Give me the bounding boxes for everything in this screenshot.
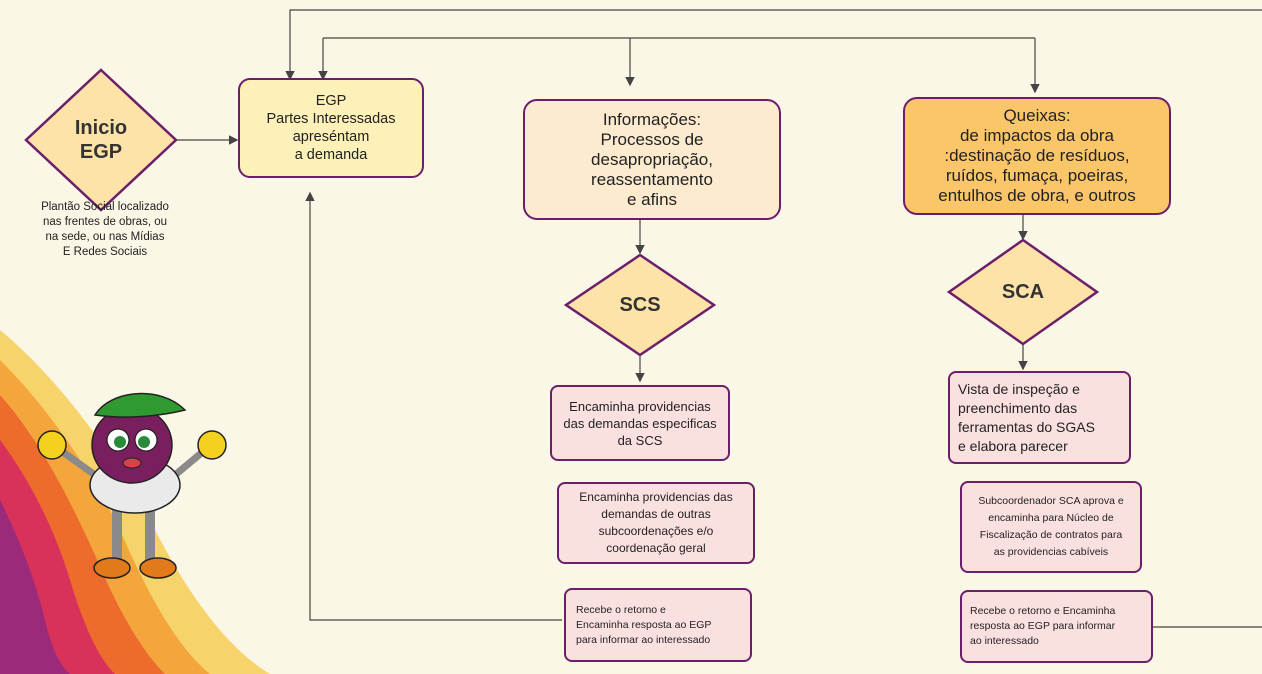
egp-box-text: EGP Partes Interessadas apreséntam a dem…: [266, 93, 396, 163]
sca-step-1: Vista de inspeção e preenchimento das fe…: [948, 371, 1131, 464]
scs-step-1: Encaminha providencias das demandas espe…: [550, 385, 730, 461]
sca-diamond: [946, 238, 1100, 346]
start-caption: Plantão Social localizado nas frentes de…: [41, 201, 169, 258]
scs-label: SCS: [619, 293, 661, 316]
scs-step-2: Encaminha providencias das demandas de o…: [557, 482, 755, 564]
informacoes-box-text: Informações: Processos de desapropriação…: [591, 109, 713, 209]
sca-step-2-text: Subcoordenador SCA aprova e encaminha pa…: [978, 495, 1124, 558]
sca-label: SCA: [1001, 280, 1045, 303]
sca-step-1-text: Vista de inspeção e preenchimento das fe…: [958, 380, 1095, 454]
scs-step-1-text: Encaminha providencias das demandas espe…: [563, 398, 717, 448]
sca-step-3: Recebe o retorno e Encaminha resposta ao…: [960, 590, 1153, 663]
scs-step-2-text: Encaminha providencias das demandas de o…: [579, 490, 733, 555]
scs-step-3: Recebe o retorno e Encaminha resposta ao…: [564, 588, 752, 662]
sca-step-2: Subcoordenador SCA aprova e encaminha pa…: [960, 481, 1142, 573]
egp-box: EGP Partes Interessadas apreséntam a dem…: [238, 78, 424, 178]
queixas-box-text: Queixas: de impactos da obra :destinação…: [938, 106, 1136, 205]
scs-diamond: [563, 253, 717, 357]
start-label: Inicio EGP: [74, 117, 128, 163]
informacoes-box: Informações: Processos de desapropriação…: [523, 99, 781, 220]
scs-step-3-text: Recebe o retorno e Encaminha resposta ao…: [576, 603, 712, 646]
queixas-box: Queixas: de impactos da obra :destinação…: [903, 97, 1171, 215]
sca-step-3-text: Recebe o retorno e Encaminha resposta ao…: [970, 605, 1116, 647]
start-diamond: [24, 68, 178, 212]
mascot-illustration: [37, 392, 227, 579]
